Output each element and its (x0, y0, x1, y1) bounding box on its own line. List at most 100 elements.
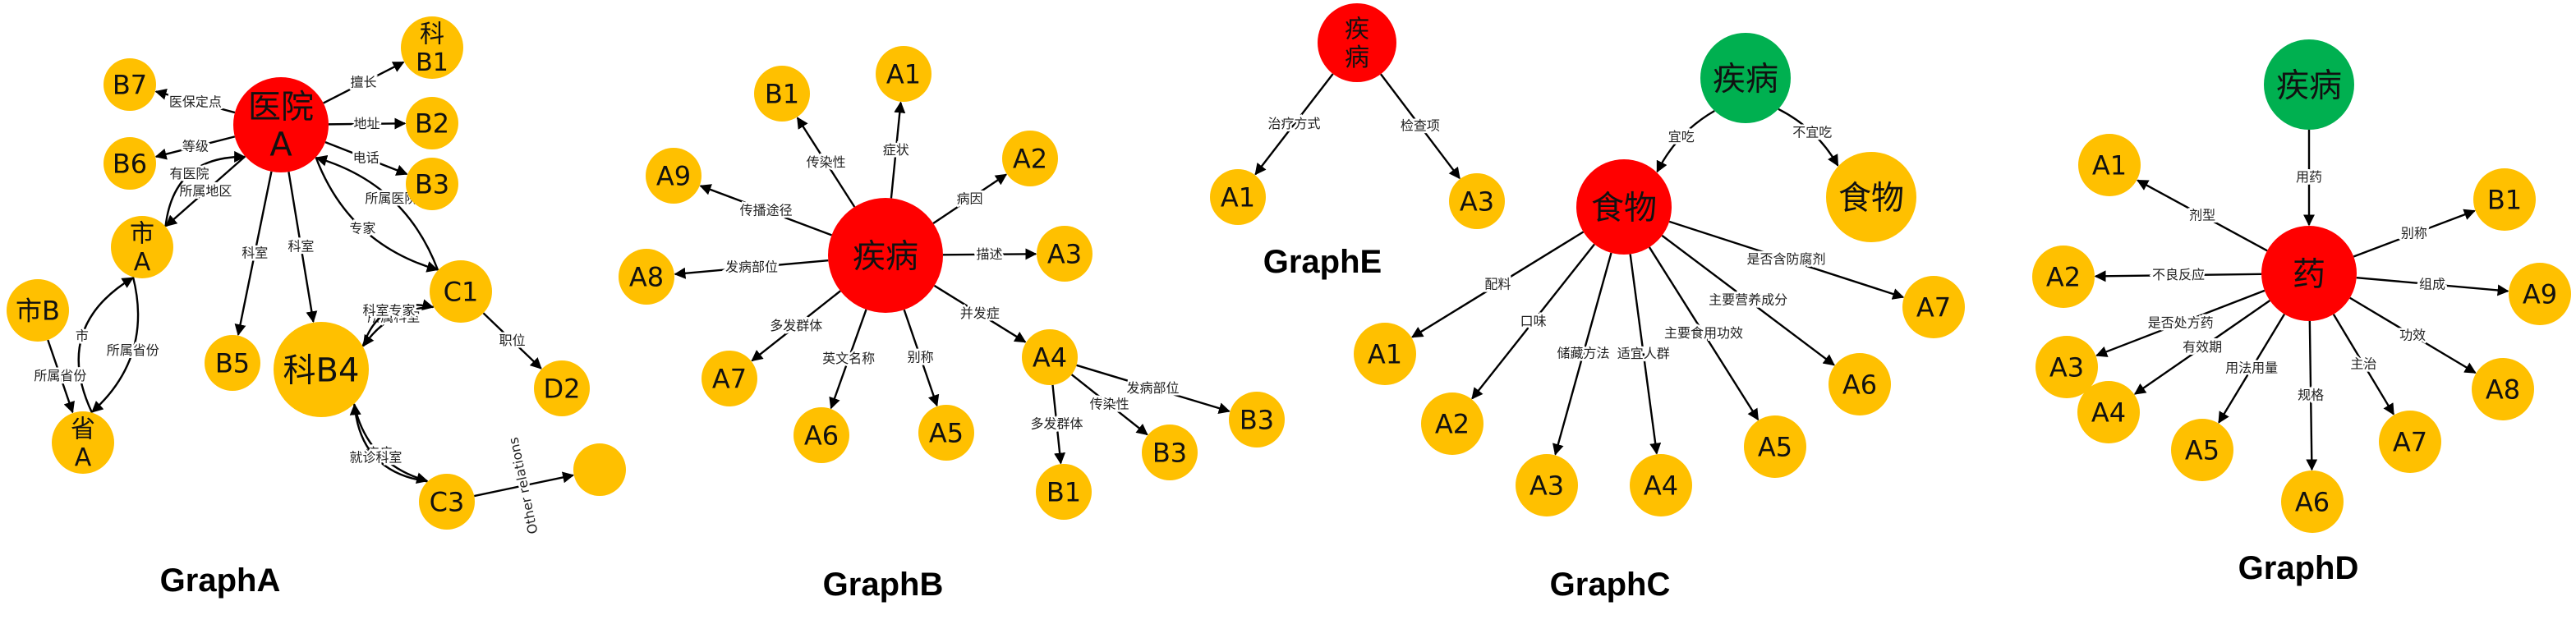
graphe-title: GraphE (1263, 244, 1382, 280)
graphb-edge-label-2: 病因 (957, 190, 983, 206)
graphc-node-circle-0 (1700, 33, 1791, 123)
graphe-node-circle-0 (1318, 3, 1396, 82)
grapha-edge-label-7: 科室 (242, 245, 268, 260)
grapha-node-circle-7 (7, 279, 69, 342)
graphc-node-label-0: 疾病 (1713, 60, 1778, 98)
graphd-node-10: A9 (2509, 263, 2571, 325)
graphb-node-circle-9 (619, 249, 674, 305)
grapha-edge-label-18: 就诊科室 (349, 449, 402, 465)
graphc-node-label-3: A1 (1368, 339, 1402, 370)
grapha-edge-label-halo-2: 电话 (353, 150, 380, 166)
graphd-edge-label-0: 用药 (2296, 169, 2322, 185)
graphc-node-label-4: A2 (1435, 409, 1470, 440)
graphd-node-circle-7 (2281, 470, 2344, 533)
graphb-node-label-2: A1 (886, 59, 921, 90)
graphd-node-circle-1 (2261, 226, 2357, 321)
graphb-node-12: B3 (1142, 425, 1198, 480)
graphb-node-label-0: 疾病 (853, 237, 918, 275)
graphc-edge-label-halo-6: 主要食用功效 (1664, 325, 1743, 341)
grapha-node-label-5: B6 (113, 149, 147, 180)
graphb-node-circle-5 (1022, 329, 1078, 385)
grapha-node-label-10: 科B4 (283, 351, 360, 389)
graphd-edge-label-7: 主治 (2350, 356, 2376, 372)
grapha-edge-11 (91, 277, 140, 413)
graphd-node-4: A3 (2036, 336, 2098, 398)
graphc-edge-5 (1629, 254, 1662, 455)
graphb-edge-10 (1076, 364, 1230, 414)
grapha-node-circle-14 (573, 443, 626, 496)
graphd-node-label-6: A5 (2185, 435, 2220, 466)
graphd-node-label-1: 药 (2293, 255, 2325, 293)
grapha-node-4: B7 (104, 58, 156, 111)
graphe-edge-1 (1380, 73, 1460, 180)
graphd-edge-label-halo-0: 用药 (2296, 169, 2322, 185)
graphc-title: GraphC (1550, 567, 1671, 603)
graphb-title: GraphB (823, 567, 944, 603)
grapha-node-11: C1 (430, 260, 492, 323)
grapha-node-10: 科B4 (274, 322, 369, 417)
graphc-edge-label-halo-2: 配料 (1484, 276, 1511, 291)
grapha-node-12: D2 (534, 360, 590, 416)
graphe-node-label-0: 疾病 (1345, 16, 1369, 73)
graphe-edge-0 (1254, 73, 1334, 176)
graphb-node-circle-8 (702, 351, 757, 406)
grapha-edge-18 (349, 403, 428, 483)
graphd-node-label-10: A9 (2523, 279, 2557, 310)
edges-layer: 擅长擅长地址地址电话电话医保定点医保定点等级等级所属地区所属地区有医院有医院科室… (32, 61, 2509, 538)
graphd-edge-6 (2306, 320, 2318, 471)
graphd-edge-7 (2332, 314, 2394, 415)
graphb-edge-label-halo-8: 发病部位 (725, 259, 778, 275)
grapha-node-circle-11 (430, 260, 492, 323)
graphb-edge-0 (796, 117, 856, 208)
graphd-node-9: A8 (2472, 358, 2534, 420)
graphb-edge-label-4: 并发症 (960, 305, 1000, 321)
graphb-node-10: A9 (646, 148, 702, 204)
graphc-edge-label-8: 是否含防腐剂 (1747, 251, 1826, 267)
graphb-edge-label-9: 传播途径 (740, 202, 793, 218)
graphb-edge-4 (933, 284, 1027, 343)
graphe-node-label-1: A1 (1221, 182, 1255, 213)
graphc-node-9: A7 (1902, 276, 1965, 338)
graphd-edge-label-halo-7: 主治 (2350, 356, 2376, 372)
graphd-node-circle-8 (2379, 411, 2441, 473)
graphb-edge-label-10: 发病部位 (1127, 380, 1180, 396)
graphe-node-circle-2 (1449, 173, 1505, 229)
graphc-node-label-9: A7 (1916, 292, 1951, 324)
graphb-node-9: A8 (619, 249, 674, 305)
graphb-node-circle-0 (828, 198, 943, 313)
graphd-node-5: A4 (2077, 381, 2140, 443)
graphb-node-6: A5 (918, 405, 974, 461)
grapha-edge-1 (328, 117, 407, 130)
graphd-edge-label-halo-3: 是否处方药 (2148, 314, 2214, 330)
graphb-node-label-6: A5 (929, 418, 964, 449)
grapha-node-label-12: D2 (544, 374, 581, 405)
grapha-edge-label-halo-0: 擅长 (350, 75, 376, 90)
grapha-edge-10 (315, 154, 439, 271)
grapha-node-circle-1 (401, 16, 463, 79)
graphd-node-label-4: A3 (2049, 352, 2084, 383)
graphb-node-label-8: A7 (712, 364, 747, 395)
graphb-edge-7 (751, 290, 841, 362)
graphd-node-6: A5 (2171, 419, 2233, 481)
graphb-edge-2 (932, 173, 1008, 225)
graphc-edge-2 (1411, 231, 1585, 338)
graphc-edge-label-halo-1: 不宜吃 (1792, 125, 1832, 140)
graphb-edge-label-halo-2: 病因 (957, 190, 983, 206)
grapha-edge-label-halo-7: 科室 (242, 245, 268, 260)
graphb-edge-label-halo-0: 传染性 (807, 154, 846, 170)
graphb-node-circle-11 (1229, 392, 1285, 448)
graphd-edge-10 (2353, 209, 2476, 258)
grapha-edge-15 (361, 299, 435, 347)
graphd-node-label-2: A1 (2092, 150, 2127, 181)
graphb-edge-8 (674, 259, 829, 279)
graphc-node-2: 食物 (1826, 152, 1916, 242)
graphb-edge-label-halo-10: 发病部位 (1127, 380, 1180, 396)
graphd-node-3: A2 (2032, 246, 2095, 308)
graphd-edge-1 (2137, 179, 2268, 252)
graphd-node-8: A7 (2379, 411, 2441, 473)
graphd-node-1: 药 (2261, 226, 2357, 321)
graphc-node-6: A4 (1630, 454, 1692, 516)
graphc-edge-label-halo-3: 口味 (1520, 313, 1547, 328)
grapha-edge-5 (165, 155, 246, 227)
